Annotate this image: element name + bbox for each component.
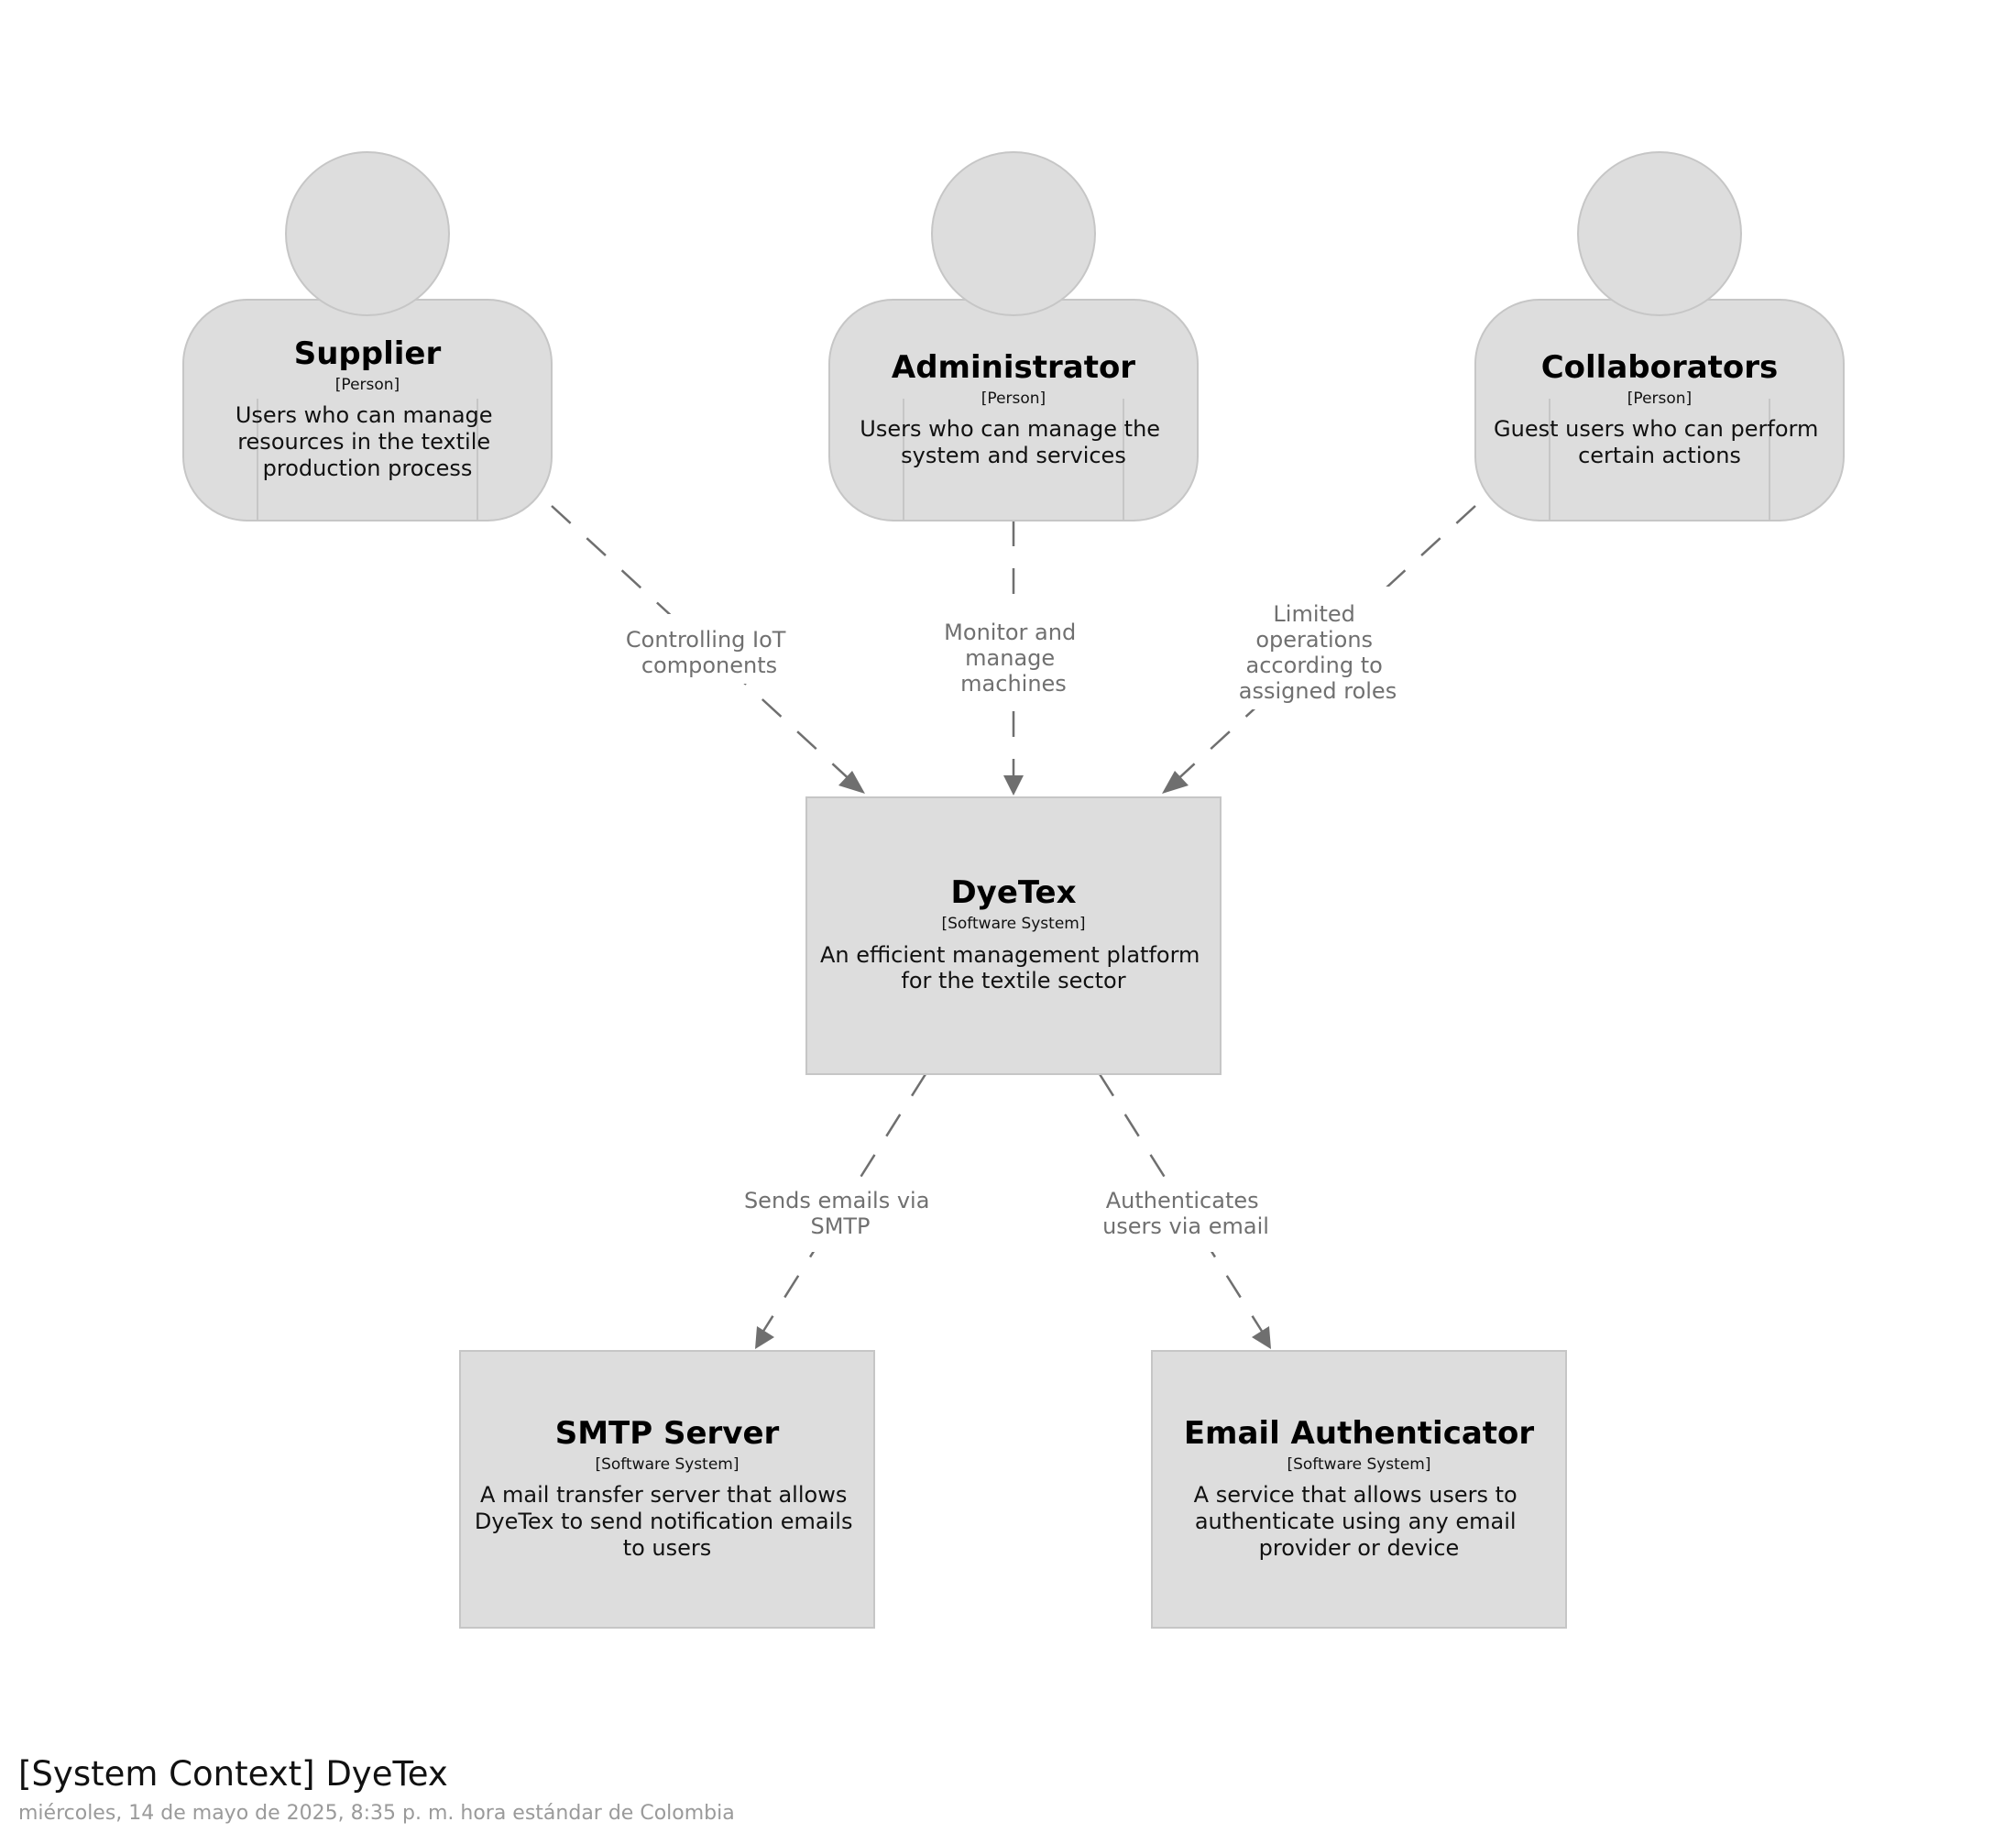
person-head (285, 151, 450, 316)
element-name: Email Authenticator (1184, 1415, 1535, 1452)
element-type: [Software System] (941, 915, 1085, 933)
system-email-authenticator[interactable]: Email Authenticator [Software System] A … (1151, 1350, 1567, 1629)
element-description: A mail transfer server that allows DyeTe… (475, 1482, 860, 1561)
element-description: A service that allows users to authentic… (1194, 1482, 1525, 1561)
person-administrator[interactable]: Administrator [Person] Users who can man… (828, 151, 1199, 521)
person-head (1577, 151, 1742, 316)
element-name: Administrator (892, 349, 1135, 386)
element-description: An efficient management platform for the… (820, 942, 1207, 993)
relationship-label: Sends emails via SMTP (744, 1188, 937, 1239)
relationship-supplier-dyetex: Controlling IoT components (551, 505, 865, 794)
person-head (931, 151, 1096, 316)
element-type: [Person] (1627, 390, 1692, 408)
arrowhead (838, 771, 865, 794)
person-supplier[interactable]: Supplier [Person] Users who can manage r… (182, 151, 553, 521)
relationship-collaborators-dyetex: Limited operations according to assigned… (1162, 505, 1476, 794)
relationship-dyetex-smtp: Sends emails via SMTP (744, 1073, 937, 1349)
system-smtp-server[interactable]: SMTP Server [Software System] A mail tra… (459, 1350, 875, 1629)
arrowhead (1003, 775, 1024, 796)
element-type: [Person] (981, 390, 1046, 408)
arrowhead (755, 1326, 774, 1349)
diagram-title: [System Context] DyeTex (18, 1754, 448, 1794)
arrowhead (1162, 771, 1189, 794)
element-name: SMTP Server (555, 1415, 780, 1452)
relationship-label: Limited operations according to assigned… (1239, 601, 1397, 704)
element-name: Supplier (294, 335, 442, 372)
relationship-label: Monitor and manage machines (944, 620, 1083, 697)
element-type: [Person] (335, 376, 400, 394)
element-description: Guest users who can perform certain acti… (1494, 416, 1825, 468)
element-description: Users who can manage the system and serv… (860, 416, 1167, 468)
element-description: Users who can manage resources in the te… (236, 402, 499, 481)
relationship-administrator-dyetex: Monitor and manage machines (944, 521, 1083, 796)
relationship-label: Authenticates users via email (1102, 1188, 1269, 1239)
element-type: [Software System] (595, 1455, 739, 1474)
element-name: Collaborators (1541, 349, 1779, 386)
relationship-dyetex-email-auth: Authenticates users via email (1096, 1073, 1276, 1349)
arrowhead (1252, 1326, 1271, 1349)
person-collaborators[interactable]: Collaborators [Person] Guest users who c… (1474, 151, 1845, 521)
element-type: [Software System] (1287, 1455, 1430, 1474)
element-name: DyeTex (950, 874, 1076, 911)
system-dyetex[interactable]: DyeTex [Software System] An efficient ma… (805, 796, 1222, 1075)
diagram-date: miércoles, 14 de mayo de 2025, 8:35 p. m… (18, 1802, 735, 1825)
relationship-label: Controlling IoT components (626, 627, 793, 678)
